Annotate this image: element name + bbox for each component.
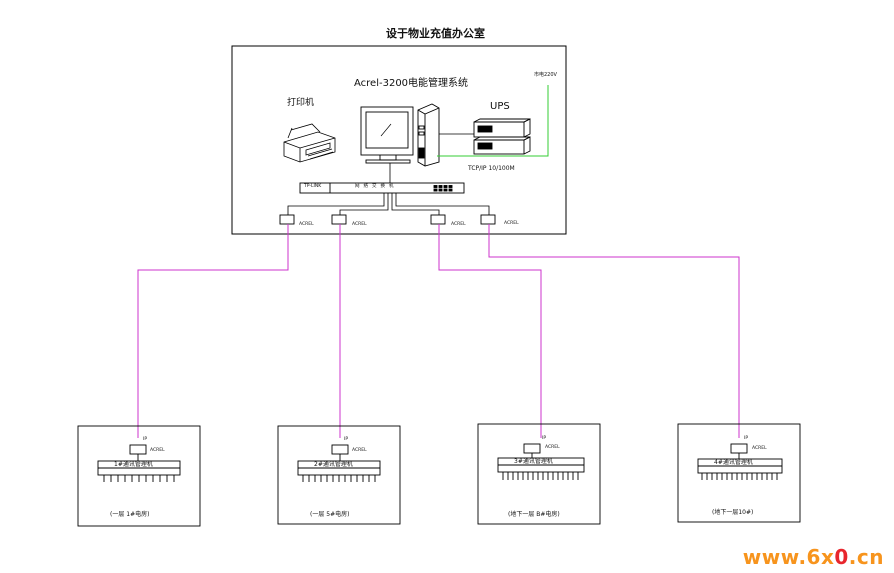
station-1 [77,425,201,527]
ups-label: UPS [490,101,510,112]
station-4-caption: (地下一层10#) [712,509,754,516]
station-1-cabinet: 1#通讯管理机 [114,461,153,468]
network-label: TCP/IP 10/100M [468,165,515,172]
station-3-cabinet: 3#通讯管理机 [514,458,553,465]
system-title: Acrel-3200电能管理系统 [354,78,469,89]
converter-label-1: ACREL [299,222,314,227]
station-3-id: IP [542,436,547,441]
printer-icon [283,123,336,163]
site-watermark: www.6x0.cn [743,545,884,569]
converter-2 [331,214,347,225]
converter-label-4: ACREL [504,221,519,226]
station-2-tag: ACREL [352,448,367,453]
watermark-suffix: .cn [848,545,884,569]
station-1-tag: ACREL [150,448,165,453]
station-2-cabinet: 2#通讯管理机 [314,461,353,468]
station-3-tag: ACREL [545,445,560,450]
station-3 [477,423,601,525]
watermark-prefix: www.6x [742,545,835,569]
ups-icon [473,118,531,155]
station-2-id: IP [344,437,349,442]
station-4-tag: ACREL [752,446,767,451]
converter-3 [430,214,446,225]
switch-brand-label: TP-LINK [304,184,322,189]
control-room-box [231,45,567,235]
station-4 [677,423,801,523]
switch-label: 网络交换机 [355,184,398,189]
tower-pc-icon [417,103,440,167]
converter-1 [279,214,295,225]
converter-label-2: ACREL [352,222,367,227]
printer-label: 打印机 [287,98,315,108]
station-3-caption: (地下一层 B#电房) [508,511,560,518]
converter-label-3: ACREL [451,222,466,227]
network-switch [299,182,465,194]
station-2 [277,425,401,525]
station-links [137,224,740,438]
station-2-caption: (一层 5#电房) [310,511,350,518]
mains-power-line [437,85,549,157]
station-4-id: IP [744,436,749,441]
mains-label: 市电220V [534,72,557,78]
monitor-icon [360,106,414,164]
converter-4 [480,214,496,225]
converter-boxes [279,214,496,225]
watermark-mid: 0 [834,545,849,569]
station-4-cabinet: 4#通讯管理机 [714,459,753,466]
location-note: 设于物业充值办公室 [386,27,485,40]
station-1-caption: (一层 1#电房) [110,511,150,518]
switch-converter-links [287,193,490,215]
station-1-id: IP [143,437,148,442]
